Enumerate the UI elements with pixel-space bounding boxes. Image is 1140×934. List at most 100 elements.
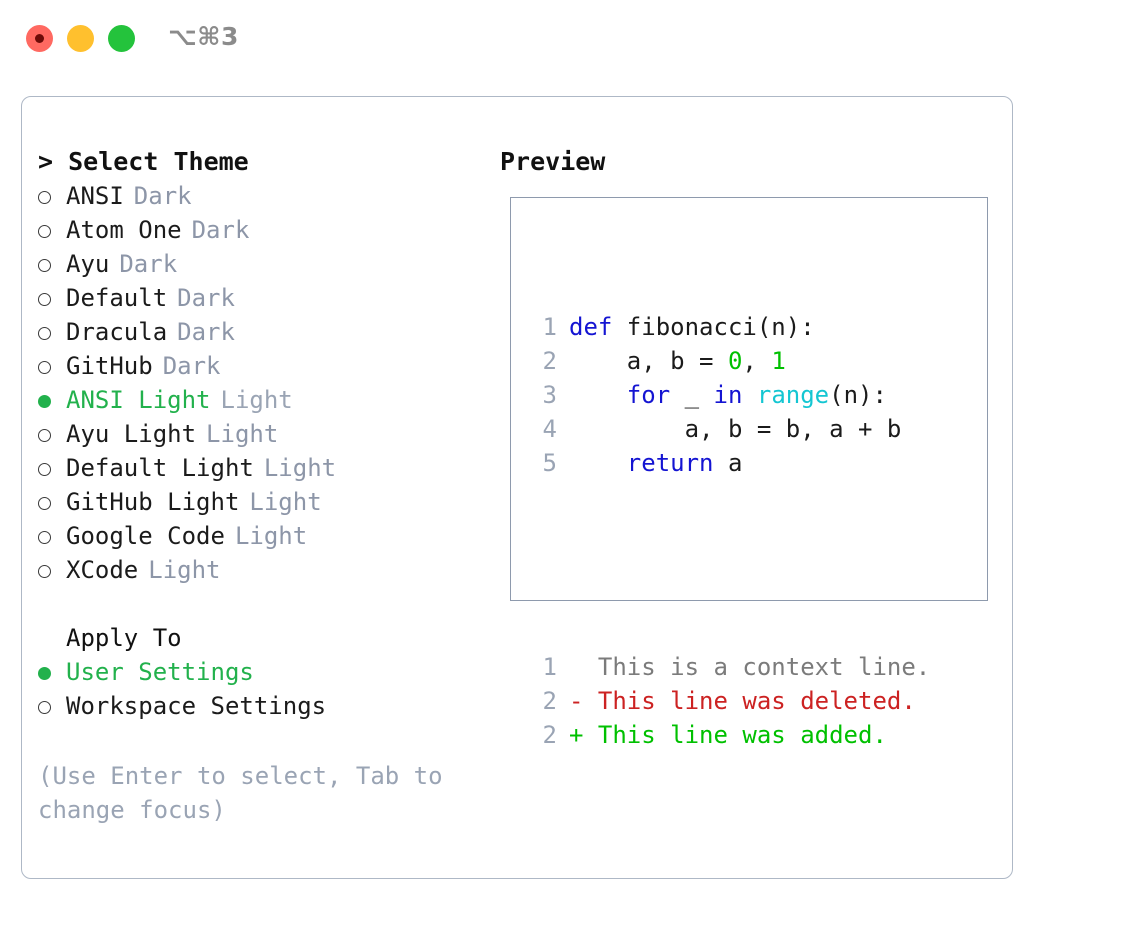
- apply-to-option-user-settings[interactable]: User Settings: [38, 655, 488, 689]
- close-button[interactable]: [26, 25, 53, 52]
- radio-unselected-icon[interactable]: [38, 521, 66, 555]
- code-token-kw: for: [626, 381, 671, 409]
- code-token-num: 1: [771, 347, 786, 375]
- code-token-pl: _: [670, 381, 714, 409]
- window-controls: [26, 25, 135, 52]
- theme-option-google-code[interactable]: Google Code Light: [38, 519, 488, 553]
- keyboard-shortcut-label: ⌥⌘3: [168, 22, 239, 51]
- theme-option-variant-tag: Dark: [133, 182, 192, 210]
- keyboard-hint: (Use Enter to select, Tab to change focu…: [38, 762, 458, 824]
- code-line: 3 for _ in range(n):: [523, 378, 930, 412]
- radio-unselected-icon[interactable]: [38, 181, 66, 215]
- code-spacer: [523, 548, 930, 582]
- code-line: 1 def fibonacci(n):: [523, 310, 930, 344]
- theme-option-default[interactable]: Default Dark: [38, 281, 488, 315]
- diff-line-number: 1: [542, 653, 557, 681]
- code-token-pl: a, b =: [569, 347, 728, 375]
- theme-option-label: Default: [66, 284, 168, 312]
- diff-text: This is a context line.: [583, 653, 931, 681]
- code-token-kw: return: [626, 449, 714, 477]
- title-bar: ⌥⌘3: [0, 0, 1140, 78]
- code-token-num: 0: [727, 347, 743, 375]
- minimize-button[interactable]: [67, 25, 94, 52]
- theme-option-github-light[interactable]: GitHub Light Light: [38, 485, 488, 519]
- diff-line-number: 2: [542, 721, 557, 749]
- code-token-pl: a: [713, 449, 743, 477]
- radio-unselected-icon[interactable]: [38, 453, 66, 487]
- theme-option-variant-tag: Dark: [162, 352, 221, 380]
- radio-selected-icon[interactable]: [38, 657, 66, 691]
- diff-line-add: 2 + This line was added.: [523, 718, 930, 752]
- code-line-text: def fibonacci(n):: [569, 310, 815, 344]
- theme-option-ansi[interactable]: ANSI Dark: [38, 179, 488, 213]
- theme-option-variant-tag: Light: [148, 556, 221, 584]
- diff-marker: +: [569, 721, 584, 749]
- code-token-pl: ,: [742, 347, 772, 375]
- theme-option-label: GitHub: [66, 352, 153, 380]
- radio-unselected-icon[interactable]: [38, 351, 66, 385]
- theme-option-variant-tag: Light: [206, 420, 279, 448]
- preview-column: Preview 1 def fibonacci(n): 2 a, b = 0, 1 3…: [500, 145, 1000, 749]
- theme-option-label: Google Code: [66, 522, 225, 550]
- theme-option-variant-tag: Light: [234, 522, 308, 550]
- code-token-pl: (n):: [829, 381, 887, 409]
- diff-line-ctx: 1 This is a context line.: [523, 650, 931, 684]
- diff-sample: 1 This is a context line.2- This line wa…: [523, 650, 931, 752]
- radio-unselected-icon[interactable]: [38, 317, 66, 351]
- code-token-fn: range: [756, 381, 830, 409]
- radio-unselected-icon[interactable]: [38, 487, 66, 521]
- code-line-number: 5: [542, 449, 557, 477]
- code-token-pl: a, b = b, a + b: [569, 415, 902, 443]
- diff-text: This line was deleted.: [583, 687, 916, 715]
- code-line-number: 4: [542, 415, 557, 443]
- radio-unselected-icon[interactable]: [38, 419, 66, 453]
- radio-selected-icon[interactable]: [38, 385, 66, 419]
- code-token-pl: fibonacci(n):: [612, 313, 815, 341]
- code-line: 4 a, b = b, a + b: [523, 412, 930, 446]
- theme-option-dracula[interactable]: Dracula Dark: [38, 315, 488, 349]
- diff-marker: [569, 653, 583, 681]
- radio-unselected-icon[interactable]: [38, 691, 66, 725]
- theme-option-xcode[interactable]: XCode Light: [38, 553, 488, 587]
- apply-to-option-label: User Settings: [66, 658, 254, 686]
- theme-option-label: XCode: [66, 556, 139, 584]
- theme-option-variant-tag: Dark: [177, 284, 235, 312]
- diff-line-text: + This line was added.: [569, 718, 887, 752]
- radio-unselected-icon[interactable]: [38, 215, 66, 249]
- theme-option-variant-tag: Light: [220, 386, 293, 414]
- preview-heading: Preview: [500, 147, 606, 176]
- diff-line-del: 2- This line was deleted.: [523, 684, 930, 718]
- apply-to-option-workspace-settings[interactable]: Workspace Settings: [38, 689, 488, 723]
- theme-option-label: Default Light: [66, 454, 254, 482]
- theme-option-label: Atom One: [66, 216, 182, 244]
- theme-option-label: GitHub Light: [66, 488, 240, 516]
- code-token-kw: def: [569, 313, 613, 341]
- diff-line-number: 2: [542, 687, 557, 715]
- radio-unselected-icon[interactable]: [38, 249, 66, 283]
- code-line-number: 2: [542, 347, 557, 375]
- theme-option-github[interactable]: GitHub Dark: [38, 349, 488, 383]
- theme-option-variant-tag: Dark: [177, 318, 235, 346]
- diff-text: This line was added.: [583, 721, 887, 749]
- theme-option-label: Dracula: [66, 318, 168, 346]
- zoom-button[interactable]: [108, 25, 135, 52]
- code-line-number: 1: [542, 313, 557, 341]
- code-token-pl: [569, 449, 627, 477]
- theme-option-label: ANSI: [66, 182, 124, 210]
- radio-unselected-icon[interactable]: [38, 283, 66, 317]
- code-line-number: 3: [542, 381, 557, 409]
- code-token-pl: [569, 381, 627, 409]
- code-line: 5 return a: [523, 446, 930, 480]
- radio-unselected-icon[interactable]: [38, 555, 66, 589]
- theme-option-variant-tag: Light: [249, 488, 322, 516]
- code-sample: 1 def fibonacci(n): 2 a, b = 0, 1 3 for _ i…: [523, 310, 930, 480]
